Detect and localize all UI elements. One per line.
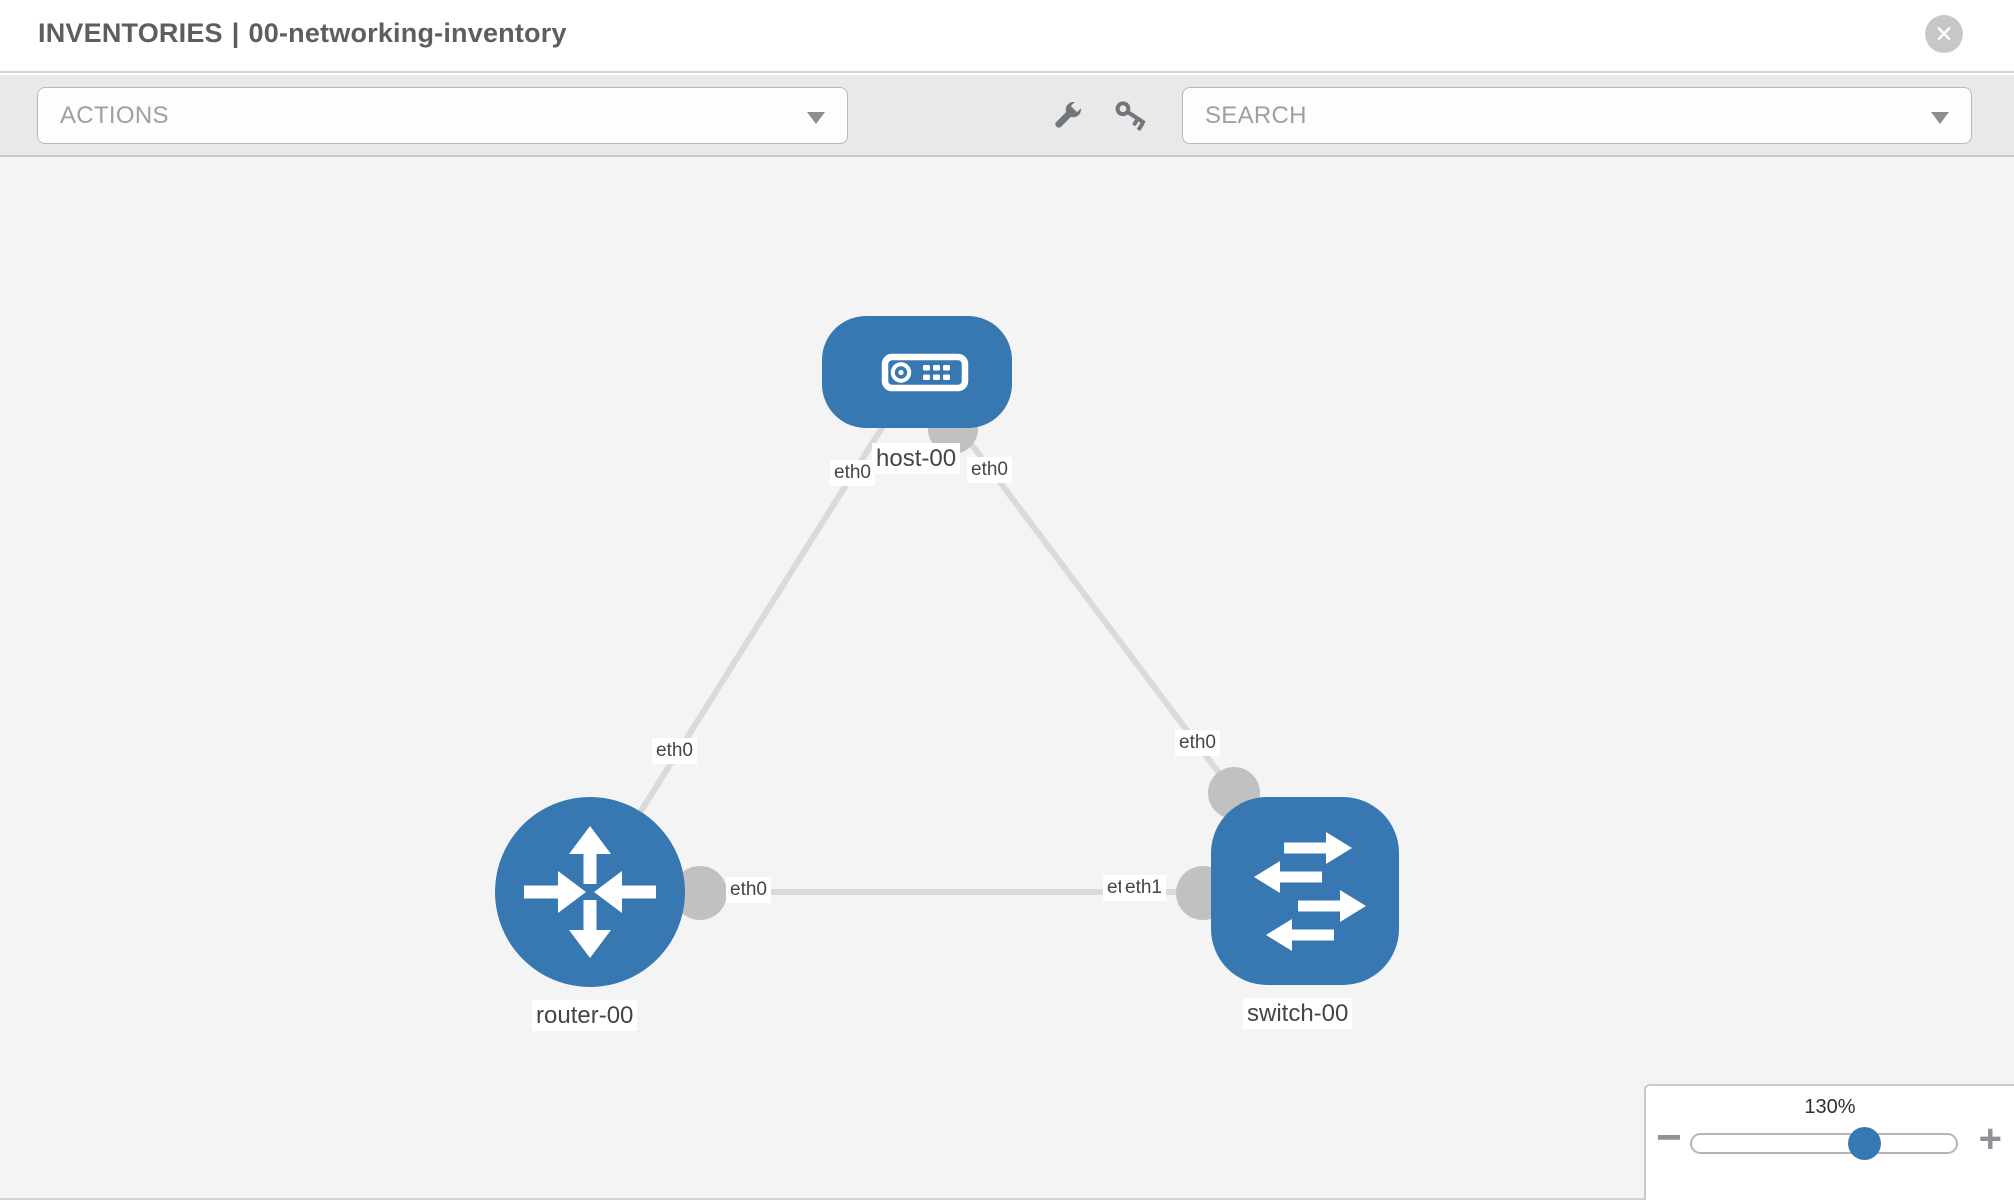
interface-label-host-eth0-left: eth0: [830, 460, 875, 486]
node-switch-00[interactable]: [1211, 797, 1399, 985]
actions-dropdown[interactable]: ACTIONS: [37, 87, 848, 144]
switch-icon: [1254, 832, 1366, 951]
interface-label-router-eth0: eth0: [726, 877, 771, 903]
toolbar: ACTIONS SEARCH: [0, 75, 2014, 157]
topology-canvas[interactable]: host-00 router-00 switch-00 eth0 eth0 et…: [0, 157, 2014, 1200]
node-label-switch-00: switch-00: [1243, 998, 1353, 1030]
page-title-separator: |: [231, 18, 240, 48]
interface-label-router-eth0-uplink: eth0: [652, 738, 697, 764]
key-icon[interactable]: [1114, 100, 1156, 136]
zoom-out-button[interactable]: −: [1656, 1113, 1682, 1162]
search-dropdown-label: SEARCH: [1205, 101, 1307, 129]
topology-svg: [495, 316, 1399, 987]
host-icon: [881, 353, 969, 392]
node-router-00[interactable]: [495, 797, 685, 987]
connector-router-right: [673, 866, 727, 920]
zoom-panel: 130% − +: [1644, 1084, 2014, 1200]
zoom-level-value: 130%: [1804, 1096, 1856, 1118]
close-icon: ✕: [1934, 20, 1954, 47]
zoom-in-button[interactable]: +: [1978, 1117, 2002, 1161]
chevron-down-icon: [807, 112, 825, 124]
interface-label-switch-eth1: eth1: [1121, 875, 1166, 901]
wrench-icon[interactable]: [1049, 98, 1085, 134]
page-title-section: INVENTORIES: [38, 18, 223, 48]
link-host-router: [587, 370, 920, 894]
node-label-router-00: router-00: [532, 1000, 638, 1032]
header: INVENTORIES | 00-networking-inventory ✕: [0, 0, 2014, 73]
canvas-bottom-border: [0, 1198, 2014, 1200]
chevron-down-icon: [1931, 112, 1949, 124]
node-host-00[interactable]: [822, 316, 1012, 428]
zoom-slider-track[interactable]: [1690, 1127, 1958, 1160]
interface-label-host-eth0-right: eth0: [967, 457, 1012, 483]
router-icon: [524, 826, 656, 958]
page-title: INVENTORIES | 00-networking-inventory: [38, 18, 567, 49]
actions-dropdown-label: ACTIONS: [60, 101, 169, 129]
zoom-slider-thumb[interactable]: [1848, 1127, 1881, 1160]
close-button[interactable]: ✕: [1925, 15, 1963, 53]
page-title-inventory-name: 00-networking-inventory: [248, 18, 567, 48]
node-label-host-00: host-00: [872, 443, 961, 475]
interface-label-switch-eth0-uplink: eth0: [1175, 730, 1220, 756]
search-dropdown[interactable]: SEARCH: [1182, 87, 1972, 144]
